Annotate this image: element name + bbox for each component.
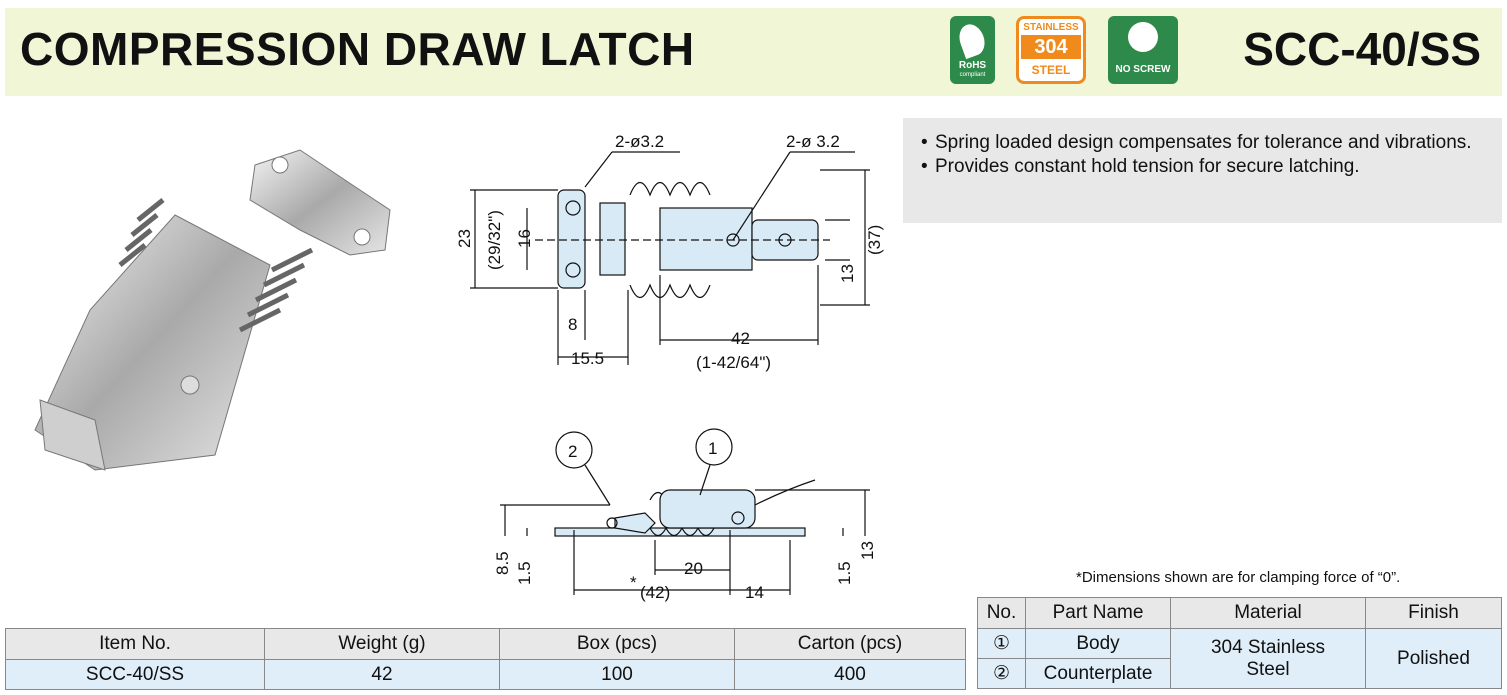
cell-carton: 400	[734, 659, 966, 690]
rohs-sublabel: compliant	[959, 72, 986, 78]
grade-label: 304	[1021, 35, 1081, 59]
parts-table: No. Part Name Material Finish ① Body 304…	[977, 597, 1502, 689]
table-header-row: Item No. Weight (g) Box (pcs) Carton (pc…	[5, 628, 966, 660]
dim-8: 8	[568, 315, 577, 334]
header-finish: Finish	[1365, 597, 1502, 629]
cell-item-no: SCC-40/SS	[5, 659, 265, 690]
dim-13-top: 13	[838, 264, 857, 283]
callout-1: 1	[708, 439, 717, 458]
header-carton: Carton (pcs)	[734, 628, 966, 660]
table-row: ② Counterplate	[977, 658, 1502, 689]
feature-item: Provides constant hold tension for secur…	[921, 155, 1488, 179]
dim-1-5-right: 1.5	[835, 561, 854, 585]
dim-37: (37)	[865, 225, 884, 255]
dim-1-5-left: 1.5	[515, 561, 534, 585]
cell-box: 100	[499, 659, 735, 690]
cell-no: ②	[977, 658, 1026, 689]
dimension-note: *Dimensions shown are for clamping force…	[1076, 569, 1401, 586]
dim-20: 20	[684, 559, 703, 578]
feature-list: Spring loaded design compensates for tol…	[903, 118, 1502, 223]
hole-label-left: 2-ø3.2	[615, 132, 664, 151]
cell-material: 304 Stainless Steel	[1170, 628, 1366, 689]
dim-15-5: 15.5	[571, 349, 604, 368]
rohs-label: RoHS	[958, 60, 987, 71]
stainless-badge-icon: STAINLESS 304 STEEL	[1016, 16, 1086, 84]
dim-16: 16	[515, 229, 534, 248]
no-screw-symbol-icon	[1128, 22, 1158, 52]
header-banner	[5, 8, 1502, 96]
dim-asterisk: *	[630, 573, 637, 592]
leaf-icon	[955, 20, 989, 60]
dim-14: 14	[745, 583, 764, 602]
header-part-name: Part Name	[1025, 597, 1171, 629]
no-screw-label: NO SCREW	[1115, 64, 1171, 75]
callout-2: 2	[568, 442, 577, 461]
table-row: ① Body 304 Stainless Steel Polished	[977, 628, 1502, 689]
steel-label: STEEL	[1031, 63, 1071, 77]
hole-label-right: 2-ø 3.2	[786, 132, 840, 151]
page-title: COMPRESSION DRAW LATCH	[20, 23, 695, 75]
feature-item: Spring loaded design compensates for tol…	[921, 131, 1488, 155]
rohs-badge-icon: RoHS compliant	[950, 16, 995, 84]
cell-part-name: Body	[1025, 628, 1171, 659]
cell-no: ①	[977, 628, 1026, 659]
dim-42-inch: (1-42/64")	[696, 353, 771, 372]
table-row: SCC-40/SS 42 100 400	[5, 659, 966, 690]
cell-weight: 42	[264, 659, 500, 690]
dim-13-side: 13	[858, 541, 877, 560]
stainless-label: STAINLESS	[1023, 22, 1079, 33]
dim-8-5: 8.5	[493, 551, 512, 575]
model-number: SCC-40/SS	[1243, 23, 1481, 75]
dim-42: 42	[731, 329, 750, 348]
dim-23: 23	[455, 229, 474, 248]
header-item-no: Item No.	[5, 628, 265, 660]
item-table: Item No. Weight (g) Box (pcs) Carton (pc…	[5, 628, 966, 690]
cell-finish: Polished	[1365, 628, 1502, 689]
header-box: Box (pcs)	[499, 628, 735, 660]
dim-42-side: (42)	[640, 583, 670, 602]
header-no: No.	[977, 597, 1026, 629]
cell-part-name: Counterplate	[1025, 658, 1171, 689]
dim-29-32: (29/32")	[485, 210, 504, 270]
header-weight: Weight (g)	[264, 628, 500, 660]
header-material: Material	[1170, 597, 1366, 629]
no-screw-badge-icon: NO SCREW	[1108, 16, 1178, 84]
table-header-row: No. Part Name Material Finish	[977, 597, 1502, 629]
